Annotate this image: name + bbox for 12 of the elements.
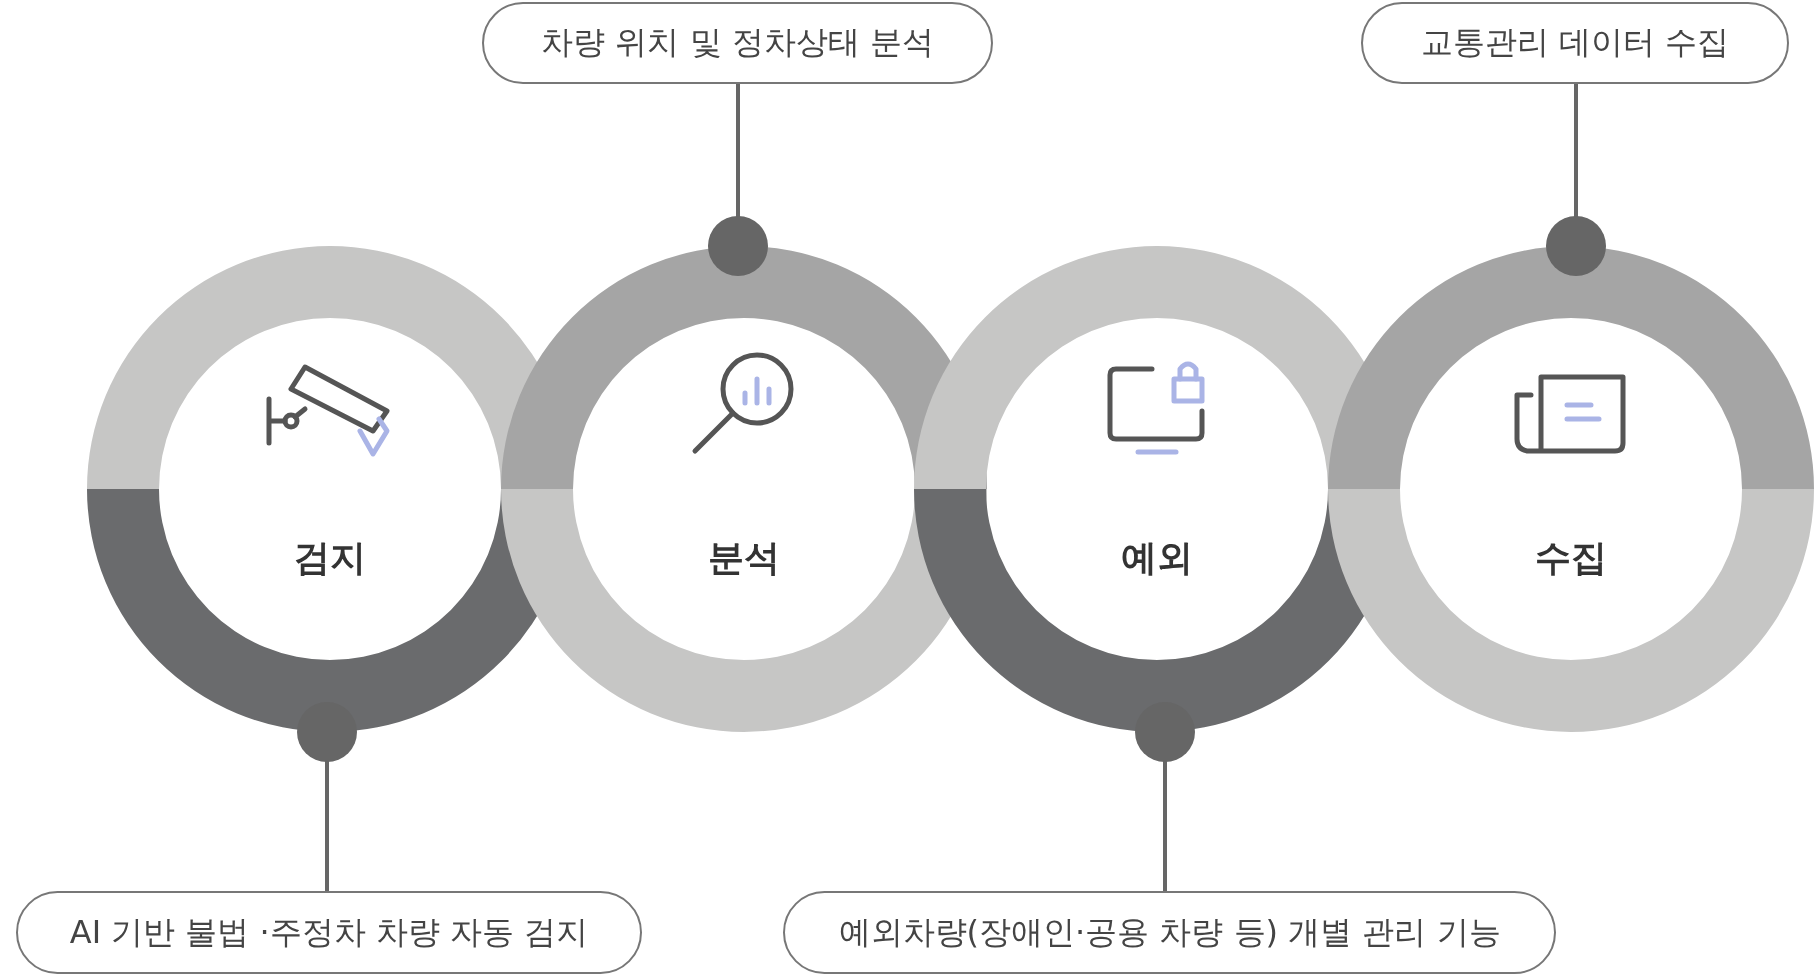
node-label: 검지 [294, 536, 366, 580]
node-label: 수집 [1535, 536, 1607, 580]
leader-line [1546, 84, 1606, 276]
callout-pill: 교통관리 데이터 수집 [1361, 2, 1789, 84]
callout-pill: 예외차량(장애인·공용 차량 등) 개별 관리 기능 [783, 891, 1556, 974]
leader-line [708, 84, 768, 276]
node-label: 분석 [708, 536, 780, 580]
node-label: 예외 [1121, 536, 1193, 580]
leader-line [1135, 702, 1195, 891]
leader-line [297, 702, 357, 891]
callout-pill: AI 기반 불법 ·주정차 차량 자동 검지 [16, 891, 642, 974]
callout-pill: 차량 위치 및 정차상태 분석 [482, 2, 993, 84]
